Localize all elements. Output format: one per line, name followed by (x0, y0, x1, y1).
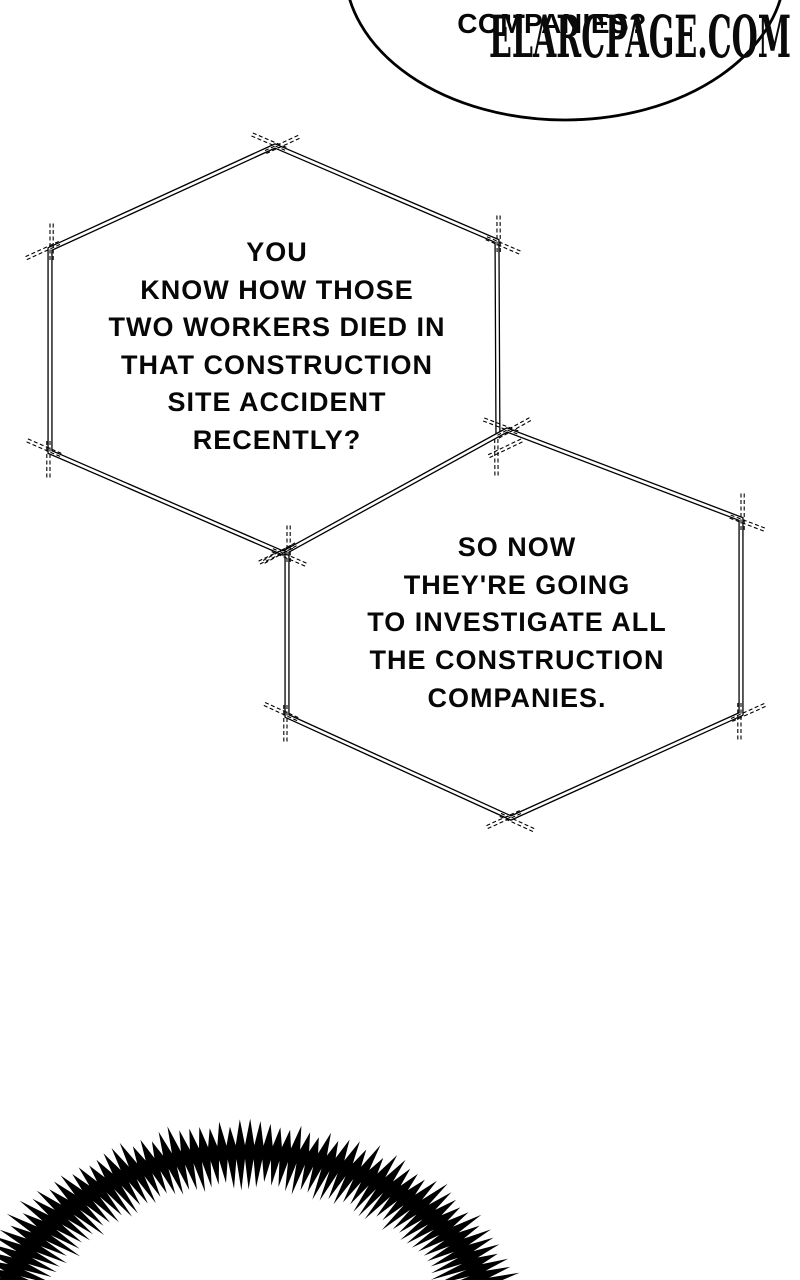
bubble2-line: TO INVESTIGATE ALL (367, 607, 667, 637)
bubble1-line: KNOW HOW THOSE (140, 275, 413, 305)
bubble1-line: SITE ACCIDENT (167, 387, 386, 417)
watermark-text: ELARCPAGE.COM (489, 3, 791, 71)
corner-dash-line (499, 815, 534, 833)
bubble2-line: THE CONSTRUCTION (370, 645, 665, 675)
bubble-1-dialogue: YOU KNOW HOW THOSE TWO WORKERS DIED IN T… (109, 237, 446, 455)
bubble1-line: YOU (246, 237, 308, 267)
bubble1-line: TWO WORKERS DIED IN (109, 312, 446, 342)
bubble2-line: SO NOW (458, 532, 577, 562)
top-bubble-text: COMPANIES? (457, 8, 647, 39)
bubble1-line: RECENTLY? (193, 425, 362, 455)
burst-bubble-arc (0, 1118, 520, 1280)
speech-bubble-top (348, 0, 782, 122)
bubble2-line: THEY'RE GOING (404, 570, 630, 600)
bubble2-line: COMPANIES. (427, 683, 606, 713)
bubble1-line: THAT CONSTRUCTION (121, 350, 433, 380)
bubble-2-dialogue: SO NOW THEY'RE GOING TO INVESTIGATE ALL … (367, 532, 667, 713)
corner-dash-line (252, 132, 287, 148)
